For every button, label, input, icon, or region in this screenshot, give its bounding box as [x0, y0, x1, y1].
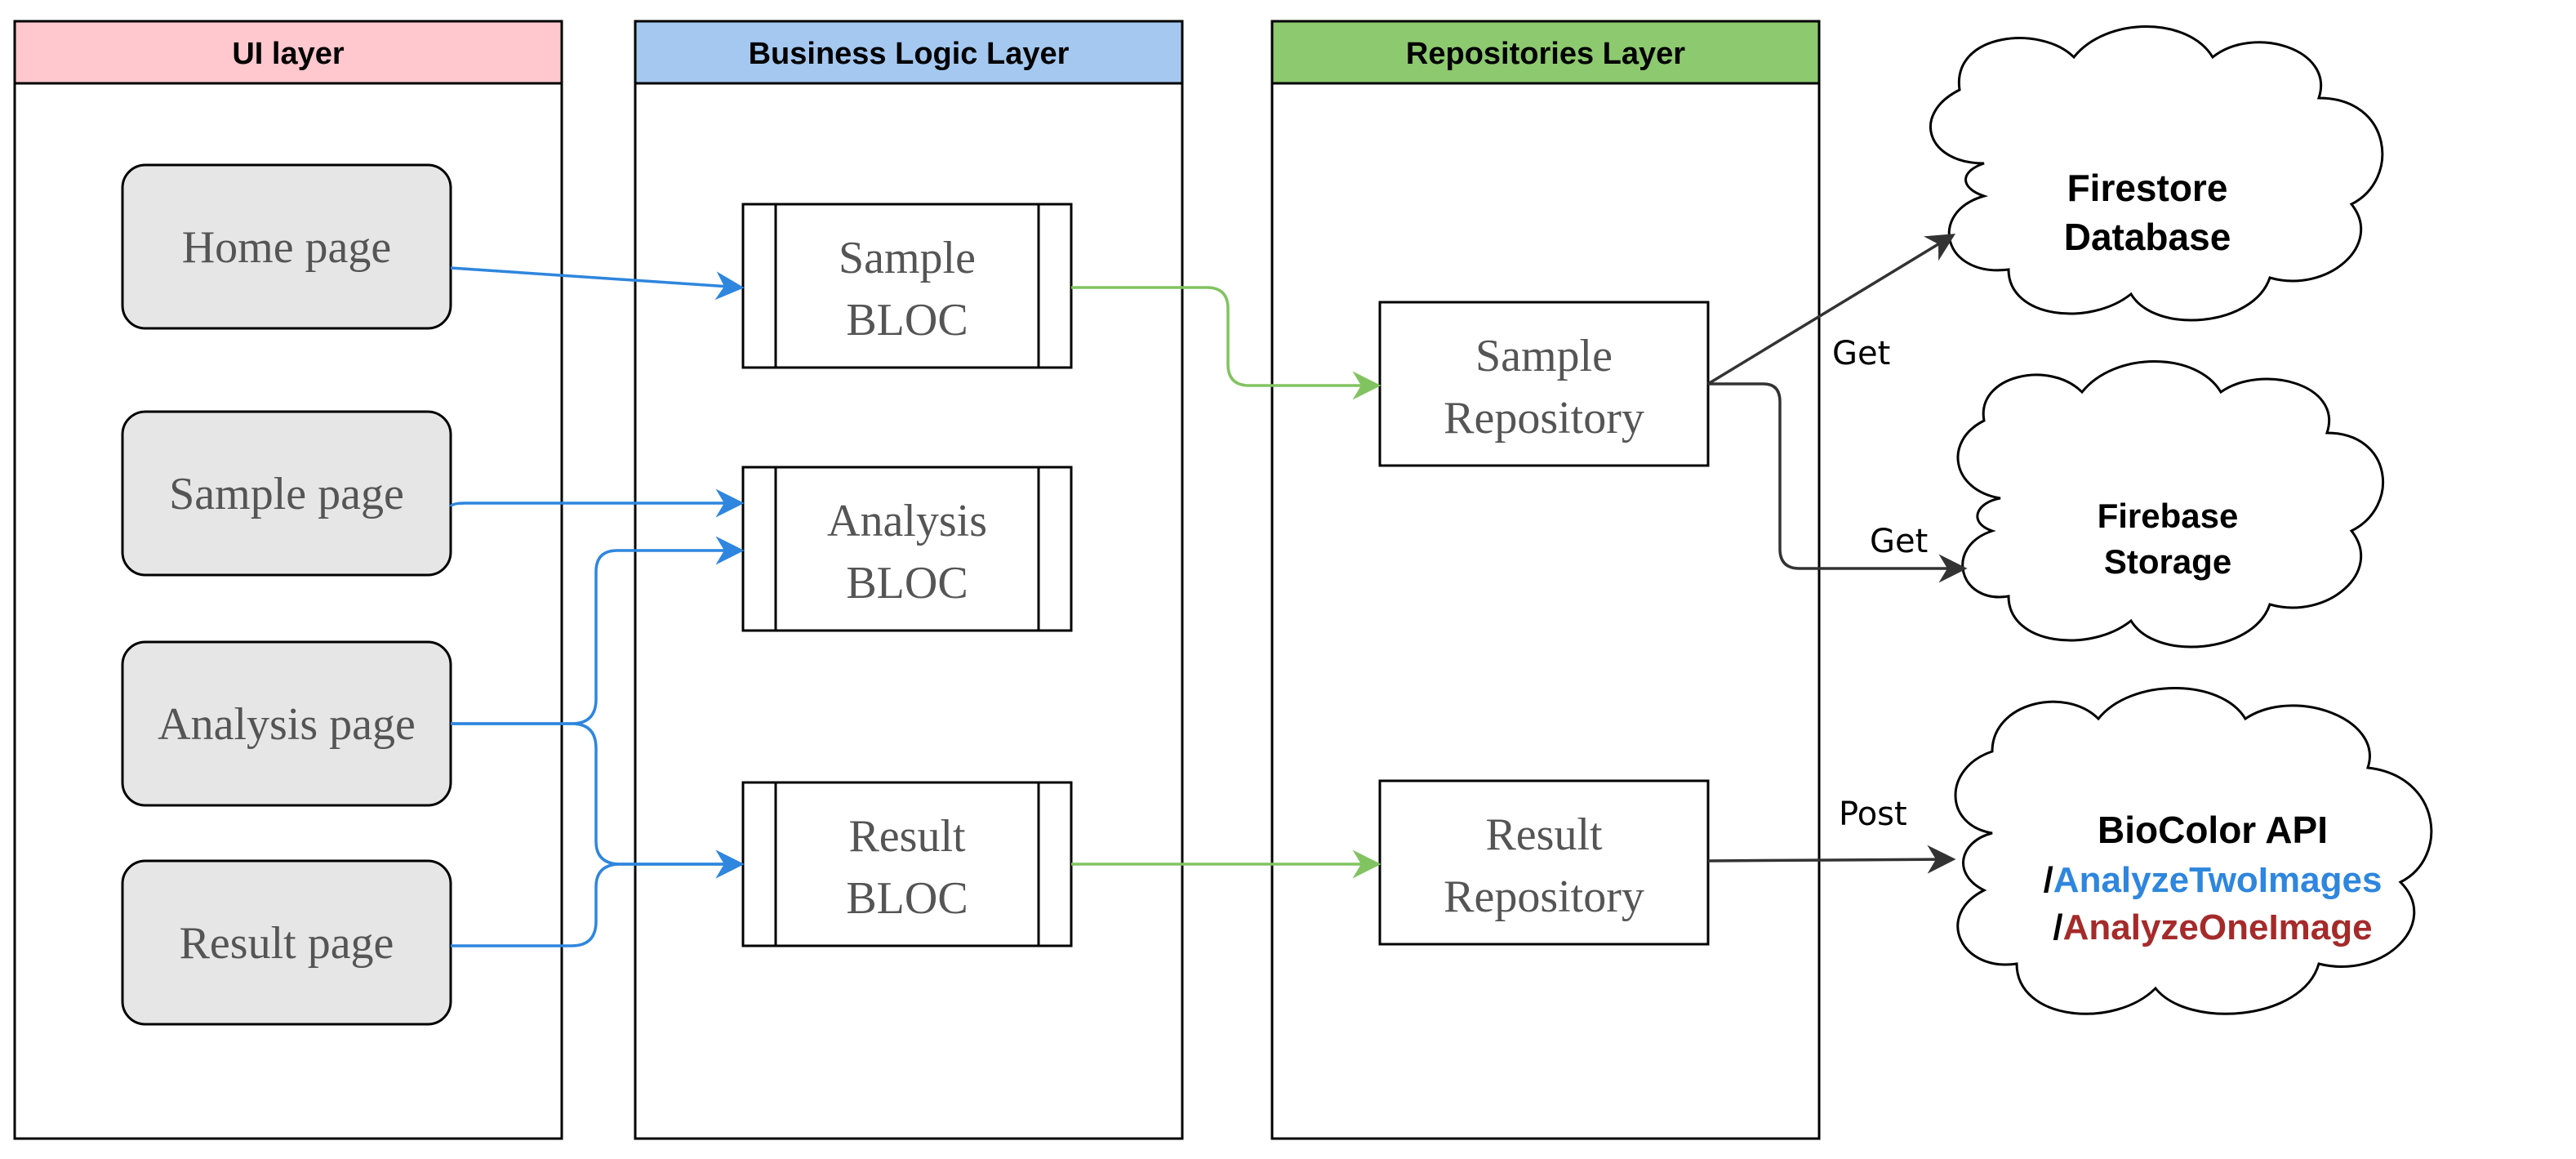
result-repository-node[interactable]: Result Repository	[1378, 779, 1710, 946]
analyze-two-images-endpoint: AnalyzeTwoImages	[2053, 860, 2382, 900]
edge-analysis-page-to-analysis-bloc	[451, 536, 745, 725]
result-repository-label-line2: Repository	[1444, 871, 1644, 922]
edge-sample-repo-to-storage	[1708, 382, 1968, 583]
sample-repository-label-line1: Sample	[1475, 331, 1613, 381]
result-bloc-label-line2: BLOC	[846, 873, 968, 924]
repositories-layer-header	[1270, 20, 1821, 85]
firebase-storage-label-line2: Storage	[2104, 542, 2231, 581]
edge-label-get-firestore: Get	[1832, 335, 1890, 372]
business-logic-layer-header	[634, 20, 1184, 85]
edge-result-page-to-result-bloc	[451, 849, 745, 947]
repositories-layer-body	[1270, 20, 1821, 1140]
edge-sample-repo-to-firestore	[1707, 234, 1955, 386]
sample-bloc-label-line1: Sample	[839, 233, 976, 283]
analysis-page-node[interactable]: Analysis page	[121, 640, 452, 807]
repositories-layer-title: Repositories Layer	[1406, 37, 1685, 71]
firestore-database-cloud[interactable]: Firestore Database	[1929, 25, 2384, 322]
firestore-label-line1: Firestore	[2067, 167, 2228, 209]
result-bloc-label-line1: Result	[848, 811, 966, 862]
analysis-bloc-label-line2: BLOC	[846, 558, 968, 608]
analysis-bloc-node[interactable]: Analysis BLOC	[741, 466, 1073, 632]
edge-sample-page-to-analysis-bloc	[449, 488, 745, 518]
endpoint2-slash: /	[2053, 907, 2062, 947]
sample-repository-node[interactable]: Sample Repository	[1378, 301, 1710, 467]
biocolor-api-title: BioColor API	[2098, 809, 2328, 851]
analyze-one-image-endpoint: AnalyzeOneImage	[2063, 907, 2373, 947]
edge-analysis-page-to-result-bloc	[451, 722, 745, 879]
sample-bloc-label-line2: BLOC	[846, 295, 968, 345]
result-page-label: Result page	[180, 918, 394, 969]
firebase-storage-label-line1: Firebase	[2098, 497, 2239, 535]
sample-repository-label-line2: Repository	[1444, 393, 1644, 444]
sample-page-node[interactable]: Sample page	[121, 410, 452, 577]
repositories-layer-lane: Repositories Layer	[1270, 20, 1821, 1140]
repo-to-external-edges	[1707, 234, 1968, 874]
result-repository-label-line1: Result	[1485, 809, 1603, 860]
endpoint1-slash: /	[2044, 860, 2053, 900]
business-logic-layer-title: Business Logic Layer	[749, 37, 1070, 71]
home-page-node[interactable]: Home page	[121, 163, 452, 330]
bloc-to-repo-edges	[1071, 286, 1381, 879]
sample-bloc-node[interactable]: Sample BLOC	[741, 203, 1073, 369]
edge-sample-bloc-to-sample-repo	[1071, 286, 1381, 400]
home-page-label: Home page	[182, 222, 392, 273]
analysis-page-label: Analysis page	[158, 699, 416, 750]
biocolor-api-cloud[interactable]: BioColor API /AnalyzeTwoImages /AnalyzeO…	[1954, 687, 2433, 1015]
result-bloc-node[interactable]: Result BLOC	[741, 781, 1073, 947]
biocolor-api-endpoint1-row: /AnalyzeTwoImages	[2044, 860, 2382, 900]
sample-page-label: Sample page	[169, 469, 404, 519]
ui-layer-header	[13, 20, 563, 85]
ui-layer-title: UI layer	[232, 37, 345, 71]
ui-to-bloc-edges	[449, 266, 745, 947]
biocolor-api-endpoint2-row: /AnalyzeOneImage	[2053, 907, 2372, 947]
edge-label-post-api: Post	[1839, 796, 1907, 833]
firestore-label-line2: Database	[2064, 216, 2231, 258]
edge-home-to-sample-bloc	[450, 266, 745, 301]
edge-result-repo-to-api	[1707, 845, 1956, 874]
analysis-bloc-label-line1: Analysis	[827, 496, 987, 546]
firebase-storage-cloud[interactable]: Firebase Storage	[1956, 360, 2385, 649]
result-page-node[interactable]: Result page	[121, 859, 452, 1026]
edge-label-get-storage: Get	[1870, 523, 1928, 560]
